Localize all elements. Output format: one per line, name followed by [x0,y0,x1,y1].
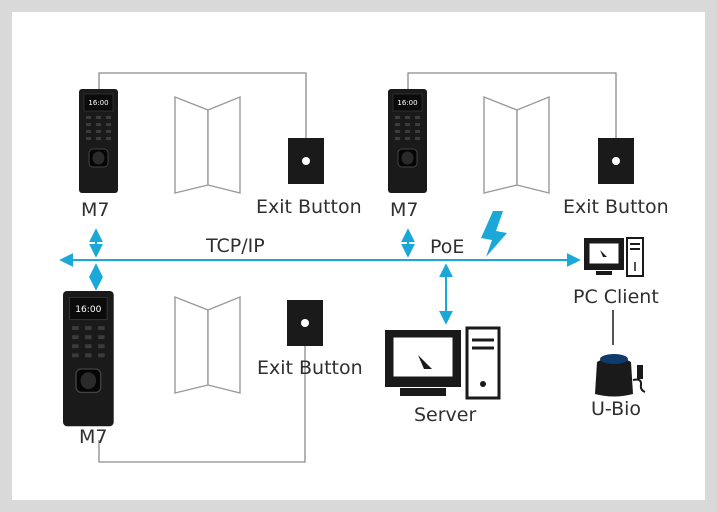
m7-terminal-icon: 16:00 [388,89,427,193]
m7-label: M7 [79,426,108,448]
connection-arrows [89,228,453,325]
poe-lightning-icon [481,211,507,257]
m7-terminal-icon: 16:00 [79,89,118,193]
wiring-lines [98,72,617,463]
svg-text:16:00: 16:00 [397,99,417,107]
exit-button-label: Exit Button [257,357,363,379]
pc-client-label: PC Client [573,286,659,308]
door-icon [483,95,550,194]
door-icon [174,95,241,194]
pc-client-icon [584,237,644,277]
poe-label: PoE [430,236,465,258]
m7-label: M7 [81,199,110,221]
exit-button-icon [598,138,634,184]
exit-button-icon [288,138,324,184]
m7-terminal-icon: 16:00 [63,291,114,427]
exit-button-label: Exit Button [563,196,669,218]
door-icon [174,295,241,394]
svg-text:16:00: 16:00 [75,305,101,315]
server-icon [385,326,501,400]
svg-text:16:00: 16:00 [88,99,108,107]
tcpip-label: TCP/IP [206,235,265,257]
server-label: Server [414,404,477,426]
ubio-label: U-Bio [591,398,642,420]
m7-label: M7 [390,199,419,221]
fingerprint-reader-icon [595,354,646,397]
exit-button-label: Exit Button [256,196,362,218]
exit-button-icon [287,300,323,346]
